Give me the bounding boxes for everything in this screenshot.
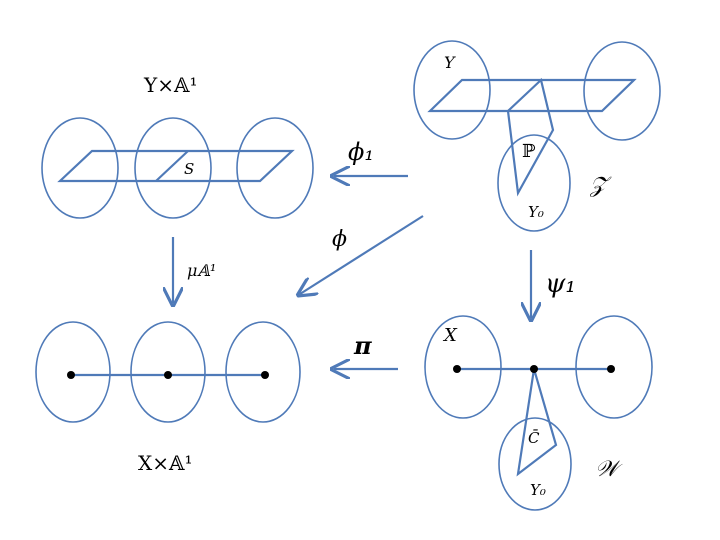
y-top-label: Y bbox=[444, 53, 456, 72]
middle-fiber-ellipse bbox=[134, 117, 212, 219]
x-times-a1-group: X×𝔸¹ bbox=[35, 321, 301, 475]
phi-arrow bbox=[300, 215, 424, 294]
w-right-ellipse bbox=[575, 315, 653, 419]
z-right-ellipse bbox=[583, 41, 661, 141]
pi-label: π bbox=[353, 331, 372, 360]
w-right-point bbox=[607, 365, 615, 373]
y0-bottom-label: Y₀ bbox=[530, 481, 546, 499]
z-label: 𝒵 bbox=[589, 173, 612, 198]
y-times-a1-label: Y×𝔸¹ bbox=[143, 73, 198, 97]
x-left-point bbox=[67, 371, 75, 379]
y0-top-ellipse bbox=[497, 134, 571, 232]
w-label: 𝒲 bbox=[595, 457, 623, 482]
x-middle-ellipse bbox=[130, 321, 206, 423]
arrow-labels: ϕ₁ ϕ μ𝔸¹ ψ₁ π bbox=[187, 138, 576, 360]
x-middle-point bbox=[164, 371, 172, 379]
c-bar-label: C̄ bbox=[528, 429, 540, 447]
phi-label: ϕ bbox=[332, 227, 347, 252]
x-left-ellipse bbox=[35, 321, 111, 423]
y-times-a1-group: Y×𝔸¹ S bbox=[41, 73, 314, 219]
z-p-sheet bbox=[506, 77, 555, 197]
z-plane bbox=[427, 78, 637, 113]
psi1-label: ψ₁ bbox=[545, 269, 576, 299]
x-right-point bbox=[261, 371, 269, 379]
c-bar-sheet bbox=[516, 368, 558, 477]
morphism-arrows bbox=[173, 176, 531, 369]
z-group: Y ℙ Y₀ 𝒵 bbox=[413, 40, 661, 232]
x-times-a1-label: X×𝔸¹ bbox=[138, 451, 193, 475]
z-left-ellipse bbox=[413, 40, 491, 140]
left-fiber-ellipse bbox=[41, 117, 119, 219]
x-label: X bbox=[442, 325, 458, 346]
p-label: ℙ bbox=[522, 141, 536, 162]
y0-top-label: Y₀ bbox=[528, 203, 544, 221]
s-label: S bbox=[184, 160, 194, 178]
w-middle-point bbox=[530, 365, 538, 373]
y-times-a1-plane bbox=[57, 149, 295, 183]
w-left-ellipse bbox=[424, 315, 502, 419]
mu-label: μ𝔸¹ bbox=[187, 261, 216, 280]
right-fiber-ellipse bbox=[236, 117, 314, 219]
w-group: X C̄ 𝒲 Y₀ bbox=[424, 315, 653, 511]
phi1-label: ϕ₁ bbox=[348, 138, 374, 166]
w-left-point bbox=[453, 365, 461, 373]
y0-bottom-ellipse bbox=[498, 417, 572, 511]
s-divider-line bbox=[155, 150, 189, 182]
x-right-ellipse bbox=[225, 321, 301, 423]
